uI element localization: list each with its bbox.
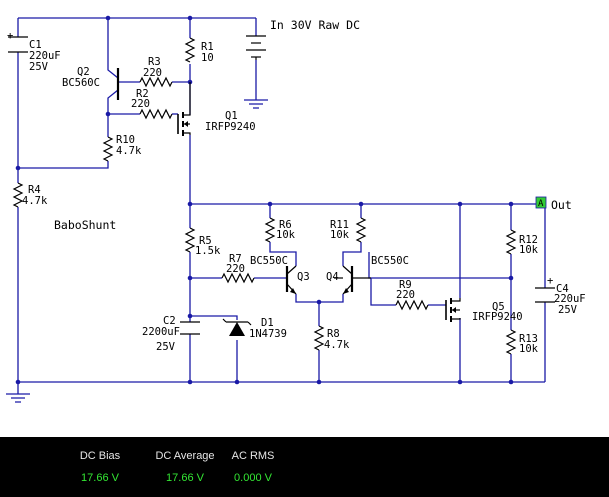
r9-ref: R9	[399, 279, 412, 291]
c2-ref: C2	[163, 315, 176, 327]
q4-part: BC550C	[371, 255, 409, 267]
r5-ref: R5	[199, 235, 212, 247]
c4-rating: 25V	[558, 304, 578, 316]
dc-average-value: 17.66 V	[166, 472, 204, 484]
supply-label: In 30V Raw DC	[270, 18, 360, 32]
schematic-canvas[interactable]: A + C1 220uF 25V In 30V Raw DC Q2 BC560C…	[0, 0, 609, 437]
r11-value: 10k	[330, 229, 350, 241]
c2-value: 2200uF	[142, 326, 180, 338]
supply-ground-symbol	[244, 99, 268, 109]
dc-bias-value: 17.66 V	[81, 472, 119, 484]
d1-ref: D1	[261, 317, 274, 329]
q5-ref: Q5	[492, 301, 505, 313]
c1-pol: +	[7, 30, 13, 42]
d1-part: 1N4739	[249, 328, 287, 340]
c4-pol: +	[547, 275, 553, 287]
r7-value: 220	[226, 263, 245, 275]
q2-part: BC560C	[62, 77, 100, 89]
r13-value: 10k	[519, 343, 539, 355]
meter-panel: DC Bias 17.66 V DC Average 17.66 V AC RM…	[0, 437, 609, 497]
r11-ref: R11	[330, 219, 349, 231]
c4-capacitor-symbol[interactable]	[535, 287, 555, 303]
resistor-zigzags[interactable]	[12, 37, 517, 355]
r4-value: 4.7k	[22, 195, 48, 207]
q3-transistor-symbol[interactable]	[285, 265, 297, 295]
meter-dc-average: DC Average 17.66 V	[145, 450, 225, 484]
dc-average-label: DC Average	[155, 450, 215, 462]
output-node-marker[interactable]: A	[535, 196, 547, 209]
r1-ref: R1	[201, 41, 214, 53]
r2-value: 220	[131, 98, 150, 110]
q4-ref: Q4	[326, 271, 339, 283]
r3-ref: R3	[148, 56, 161, 68]
wires	[17, 17, 546, 394]
ac-rms-label: AC RMS	[231, 450, 275, 462]
q1-part: IRFP9240	[205, 121, 256, 133]
r10-value: 4.7k	[116, 145, 142, 157]
c4-ref: C4	[556, 283, 569, 295]
battery-symbol[interactable]	[246, 35, 266, 60]
r4-ref: R4	[28, 184, 41, 196]
ac-rms-value: 0.000 V	[234, 472, 272, 484]
q2-ref: Q2	[77, 66, 90, 78]
q1-mosfet-symbol[interactable]	[177, 82, 191, 136]
c1-rating: 25V	[29, 61, 49, 73]
r10-ref: R10	[116, 134, 135, 146]
r9-value: 220	[396, 289, 415, 301]
d1-zener-symbol[interactable]	[222, 318, 252, 336]
r5-value: 1.5k	[195, 245, 221, 257]
c2-capacitor-symbol[interactable]	[180, 321, 200, 335]
c1-capacitor-symbol[interactable]	[8, 36, 28, 53]
schematic-title: BaboShunt	[54, 218, 116, 232]
q5-part: IRFP9240	[472, 311, 523, 323]
r13-ref: R13	[519, 333, 538, 345]
q3-ref: Q3	[297, 271, 310, 283]
c2-rating: 25V	[156, 341, 176, 353]
q4-transistor-symbol[interactable]	[334, 265, 371, 295]
r8-ref: R8	[327, 328, 340, 340]
r12-value: 10k	[519, 244, 539, 256]
q5-mosfet-symbol[interactable]	[445, 298, 461, 322]
q3-part: BC550C	[250, 255, 288, 267]
dc-bias-label: DC Bias	[79, 450, 121, 462]
out-label: Out	[551, 198, 572, 212]
c1-value: 220uF	[29, 50, 61, 62]
r3-value: 220	[143, 67, 162, 79]
c1-ref: C1	[29, 39, 42, 51]
r6-value: 10k	[276, 229, 296, 241]
r1-value: 10	[201, 52, 214, 64]
r2-ref: R2	[136, 88, 149, 100]
q1-ref: Q1	[225, 110, 238, 122]
ground-symbol	[6, 393, 30, 403]
r7-ref: R7	[229, 253, 242, 265]
meter-dc-bias: DC Bias 17.66 V	[60, 450, 140, 484]
r8-value: 4.7k	[324, 339, 350, 351]
r12-ref: R12	[519, 234, 538, 246]
r6-ref: R6	[279, 219, 292, 231]
c4-value: 220uF	[554, 293, 586, 305]
svg-text:A: A	[538, 199, 544, 209]
meter-ac-rms: AC RMS 0.000 V	[213, 450, 293, 484]
